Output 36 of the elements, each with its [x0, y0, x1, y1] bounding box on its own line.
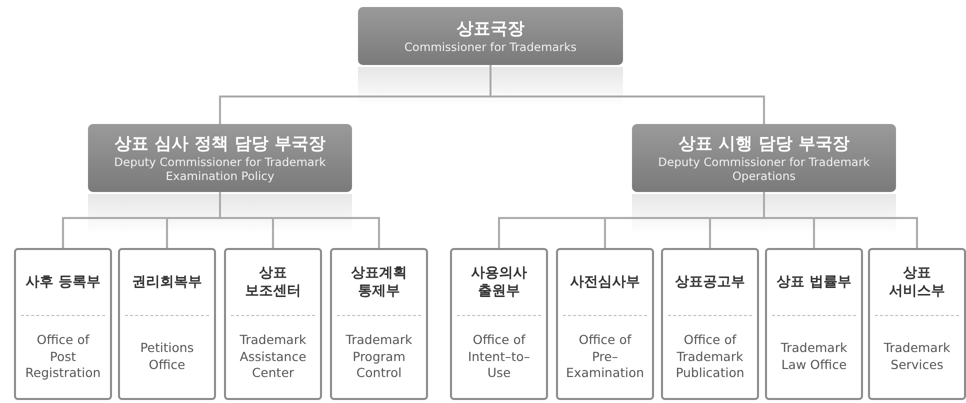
korean-title: 상표 보조센터	[230, 250, 316, 316]
korean-title: 사용의사 출원부	[456, 250, 542, 316]
korean-title: 상표 심사 정책 담당 부국장	[114, 132, 326, 155]
department-box	[450, 248, 548, 400]
english-title: Office of Pre–Examination	[564, 330, 646, 382]
english-title: Trademark Law Office	[780, 339, 848, 374]
english-title: Trademark Services	[882, 339, 952, 374]
department-box	[14, 248, 112, 400]
korean-title: 상표국장	[456, 18, 524, 40]
english-title: Office of Intent–to–Use	[466, 330, 532, 382]
english-title: Office of Trademark Publication	[674, 330, 746, 382]
korean-title: 상표공고부	[668, 250, 752, 316]
department-box	[868, 248, 966, 400]
title-box	[632, 124, 896, 192]
korean-title: 사전심사부	[562, 250, 648, 316]
korean-title: 사후 등록부	[20, 250, 106, 316]
department-box	[330, 248, 428, 400]
title-box	[358, 7, 623, 65]
department-box	[118, 248, 216, 400]
english-title: Deputy Commissioner for Trademark Operations	[657, 154, 871, 184]
english-title: Office of Post Registration	[24, 330, 102, 382]
korean-title: 상표 시행 담당 부국장	[678, 132, 850, 155]
korean-title: 권리회복부	[124, 250, 210, 316]
department-box	[556, 248, 654, 400]
english-title: Trademark Program Control	[344, 330, 414, 382]
department-box	[661, 248, 759, 400]
english-title: Petitions Office	[139, 339, 195, 374]
korean-title: 상표 서비스부	[874, 250, 960, 316]
title-box	[88, 124, 352, 192]
english-title: Deputy Commissioner for Trademark Examination Policy	[113, 154, 327, 184]
english-title: Trademark Assistance Center	[238, 330, 308, 382]
department-box	[765, 248, 863, 400]
department-box	[224, 248, 322, 400]
korean-title: 상표계획 통제부	[336, 250, 422, 316]
korean-title: 상표 법률부	[772, 250, 856, 316]
english-title: Commissioner for Trademarks	[404, 40, 577, 54]
